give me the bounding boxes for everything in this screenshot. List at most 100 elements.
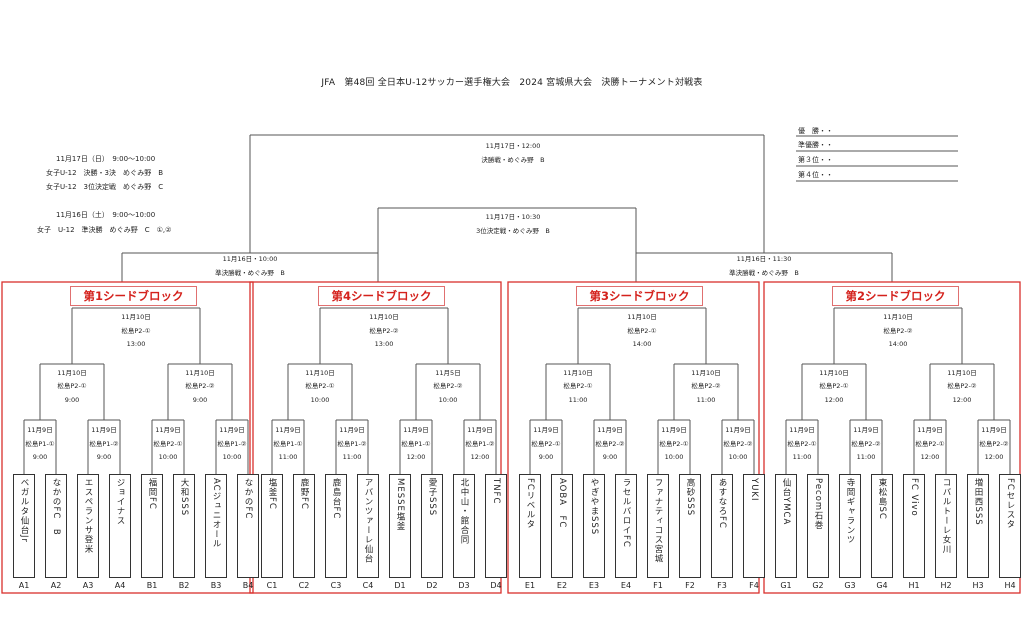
qf-match-venue: 松島P2-① [121, 327, 151, 335]
seed-label: G4 [876, 581, 888, 590]
qf-match-date: 11月10日 [627, 313, 657, 321]
r1-match-time: 10:00 [664, 453, 684, 461]
team-box: 仙台YMCA [775, 474, 797, 578]
r2-match-time: 10:00 [438, 396, 458, 404]
team-name: 高砂SSS [685, 478, 695, 517]
r1-match-venue: 松島P2-② [979, 440, 1009, 448]
team-box: ファナティコス宮城 [647, 474, 669, 578]
team-name: FCリベルタ [525, 478, 535, 529]
r2-match-time: 12:00 [824, 396, 844, 404]
seed-label: F1 [653, 581, 663, 590]
seed-label: D2 [426, 581, 438, 590]
r1-match-time: 12:00 [984, 453, 1004, 461]
r1-match-date: 11月9日 [981, 426, 1007, 434]
seed-label: E4 [620, 581, 632, 590]
seed-label: A3 [82, 581, 94, 590]
team-name: YUKI [749, 478, 759, 502]
qf-match-date: 11月10日 [121, 313, 151, 321]
team-name: 北中山・館合同 [459, 478, 469, 545]
r2-match-date: 11月10日 [691, 369, 721, 377]
block-title: 第2シードブロック [832, 286, 959, 306]
seed-label: E2 [556, 581, 568, 590]
r2-match-venue: 松島P2-① [57, 382, 87, 390]
seed-label: E1 [524, 581, 536, 590]
team-box: ACジュニオール [205, 474, 227, 578]
r1-match-date: 11月9日 [661, 426, 687, 434]
team-box: 福岡FC [141, 474, 163, 578]
r1-match-date: 11月9日 [725, 426, 751, 434]
team-box: ジョイナス [109, 474, 131, 578]
team-name: Pecom石巻 [813, 478, 823, 531]
r2-match-venue: 松島P2-② [947, 382, 977, 390]
seed-label: G3 [844, 581, 856, 590]
r1-match-venue: 松島P1-① [25, 440, 55, 448]
r1-match-venue: 松島P1-② [89, 440, 119, 448]
legend-runner-up: 準優勝・・ [798, 141, 833, 149]
legend-fourth: 第４位・・ [798, 171, 833, 179]
team-box: MESSE塩釜 [389, 474, 411, 578]
team-box: なかのFC [237, 474, 259, 578]
seed-label: A2 [50, 581, 62, 590]
r1-match-venue: 松島P1-② [465, 440, 495, 448]
team-box: 寺岡ギャランツ [839, 474, 861, 578]
r1-match-time: 12:00 [920, 453, 940, 461]
r2-match-date: 11月10日 [57, 369, 87, 377]
team-name: 増田西SSS [973, 478, 983, 526]
r2-match-time: 10:00 [310, 396, 330, 404]
team-name: コバルトーレ女川 [941, 478, 951, 554]
r2-match-venue: 松島P2-② [185, 382, 215, 390]
team-name: ファナティコス宮城 [653, 478, 663, 564]
r2-match-date: 11月10日 [819, 369, 849, 377]
team-name: ラセルバロイFC [621, 478, 631, 548]
block-title: 第4シードブロック [318, 286, 445, 306]
team-name: FC Vivo [909, 478, 919, 517]
team-name: MESSE塩釜 [395, 478, 405, 531]
r1-match-time: 10:00 [158, 453, 178, 461]
legend-champion: 優 勝・・ [798, 127, 833, 135]
team-box: 高砂SSS [679, 474, 701, 578]
team-name: 東松島SC [877, 478, 887, 520]
team-name: ベガルタ仙台Jr [19, 478, 29, 544]
qf-match-time: 14:00 [632, 340, 652, 348]
r1-match-venue: 松島P2-② [851, 440, 881, 448]
seed-label: B3 [210, 581, 222, 590]
team-name: ACジュニオール [211, 478, 221, 549]
r2-match-time: 12:00 [952, 396, 972, 404]
r2-match-venue: 松島P2-② [433, 382, 463, 390]
document-title: JFA 第48回 全日本U-12サッカー選手権大会 2024 宮城県大会 決勝ト… [321, 78, 703, 88]
schedule-note: 11月16日（土） 9:00〜10:00 [56, 211, 156, 219]
r1-match-time: 11:00 [278, 453, 298, 461]
r1-match-time: 11:00 [856, 453, 876, 461]
seed-label: D3 [458, 581, 470, 590]
team-name: 寺岡ギャランツ [845, 478, 855, 545]
team-name: TNFC [491, 478, 501, 505]
r1-match-time: 9:00 [602, 453, 618, 461]
schedule-note: 女子 U-12 準決勝 めぐみ野 C ①,② [37, 226, 172, 234]
team-box: エスペランサ登米 [77, 474, 99, 578]
team-name: 大和SSS [179, 478, 189, 517]
seed-label: B4 [242, 581, 254, 590]
team-box: ベガルタ仙台Jr [13, 474, 35, 578]
r1-match-date: 11月9日 [597, 426, 623, 434]
seed-label: B1 [146, 581, 158, 590]
team-box: 鹿島台FC [325, 474, 347, 578]
team-box: 塩釜FC [261, 474, 283, 578]
qf-match-venue: 松島P2-② [369, 327, 399, 335]
r1-match-time: 10:00 [222, 453, 242, 461]
r1-match-venue: 松島P1-① [401, 440, 431, 448]
r2-match-time: 11:00 [696, 396, 716, 404]
team-box: ラセルバロイFC [615, 474, 637, 578]
seed-label: C1 [266, 581, 278, 590]
team-box: TNFC [485, 474, 507, 578]
team-name: 愛子SSS [427, 478, 437, 517]
r2-match-date: 11月10日 [305, 369, 335, 377]
r1-match-date: 11月9日 [27, 426, 53, 434]
r1-match-date: 11月9日 [155, 426, 181, 434]
team-name: 福岡FC [147, 478, 157, 510]
team-name: やぎやまSSS [589, 478, 599, 536]
schedule-note: 11月17日（日） 9:00〜10:00 [56, 155, 156, 163]
r1-match-time: 9:00 [538, 453, 554, 461]
r2-match-date: 11月10日 [947, 369, 977, 377]
